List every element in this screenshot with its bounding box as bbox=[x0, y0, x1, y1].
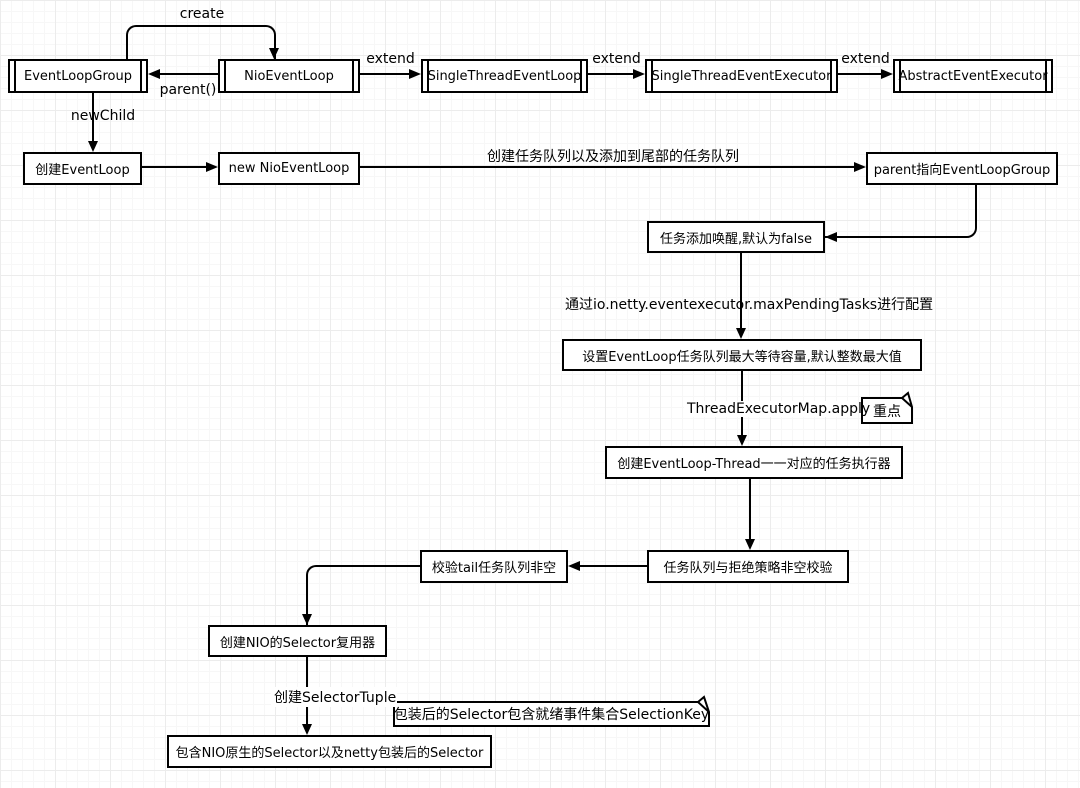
edge-label-selectortuple: 创建SelectorTuple bbox=[271, 687, 397, 707]
class-box-nioeventloop: NioEventLoop bbox=[218, 59, 360, 93]
edge-create-loop bbox=[126, 25, 276, 60]
arrowhead-check-to-tail bbox=[568, 561, 580, 571]
node-parent-points-group: parent指向EventLoopGroup bbox=[866, 152, 1058, 185]
edge-extend-2-line bbox=[588, 73, 633, 75]
edge-label-newchild: newChild bbox=[70, 108, 136, 124]
edge-label-extend-2: extend bbox=[592, 51, 641, 67]
arrowhead-wakeup-to-capacity bbox=[736, 328, 746, 339]
arrowhead-extend-2 bbox=[633, 69, 645, 79]
arrowhead-executor-to-check bbox=[745, 539, 755, 550]
note-key-point-label: 重点 bbox=[873, 403, 901, 420]
note-key-point: 重点 bbox=[861, 391, 913, 424]
arrowhead-extend-1 bbox=[409, 69, 421, 79]
edge-label-threadexecutormap: ThreadExecutorMap.apply bbox=[684, 401, 870, 417]
arrowhead-selector-to-result bbox=[302, 724, 312, 735]
arrowhead-capacity-to-executor bbox=[737, 435, 747, 446]
note-shape-icon bbox=[393, 695, 710, 727]
node-new-nioeventloop: new NioEventLoop bbox=[218, 152, 360, 185]
node-queue-reject-check: 任务队列与拒绝策略非空校验 bbox=[647, 550, 849, 583]
arrowhead-taskqueue bbox=[854, 162, 866, 172]
class-box-eventloopgroup: EventLoopGroup bbox=[8, 59, 148, 93]
edge-parent-line bbox=[158, 73, 218, 75]
edge-label-create: create bbox=[179, 6, 225, 22]
arrowhead-parent bbox=[148, 69, 160, 79]
edge-create-to-new-line bbox=[142, 166, 206, 168]
arrowhead-parent-to-wakeup bbox=[825, 232, 837, 242]
edge-parent-to-wakeup bbox=[825, 185, 977, 238]
arrowhead-create bbox=[269, 48, 279, 59]
edge-extend-3-line bbox=[838, 73, 881, 75]
arrowhead-extend-3 bbox=[881, 69, 893, 79]
note-wrapped-selector: 包装后的Selector包含就绪事件集合SelectionKey bbox=[393, 695, 710, 727]
edge-executor-to-check-line bbox=[749, 479, 751, 539]
class-box-singlethreadeventloop: SingleThreadEventLoop bbox=[421, 59, 588, 93]
edge-wakeup-to-capacity-line bbox=[740, 253, 742, 328]
node-task-add-wakeup: 任务添加唤醒,默认为false bbox=[647, 221, 825, 253]
edge-tail-to-selector bbox=[306, 565, 420, 625]
arrowhead-newchild bbox=[88, 141, 98, 152]
class-box-abstracteventexecutor: AbstractEventExecutor bbox=[893, 59, 1053, 93]
arrowhead-create-to-new bbox=[206, 162, 218, 172]
edge-label-create-task-queue: 创建任务队列以及添加到尾部的任务队列 bbox=[487, 149, 739, 165]
class-box-singlethreadeventexecutor: SingleThreadEventExecutor bbox=[645, 59, 838, 93]
note-wrapped-selector-label: 包装后的Selector包含就绪事件集合SelectionKey bbox=[393, 707, 710, 723]
node-create-task-executor: 创建EventLoop-Thread一一对应的任务执行器 bbox=[605, 446, 903, 479]
note-shape-icon bbox=[861, 391, 913, 424]
edge-taskqueue-line bbox=[360, 166, 854, 168]
arrowhead-tail-to-selector bbox=[302, 614, 312, 625]
edge-newchild-line bbox=[92, 93, 94, 141]
edge-label-parent: parent() bbox=[159, 82, 217, 98]
node-set-queue-capacity: 设置EventLoop任务队列最大等待容量,默认整数最大值 bbox=[562, 339, 922, 371]
node-tail-queue-check: 校验tail任务队列非空 bbox=[420, 550, 568, 583]
node-create-nio-selector: 创建NIO的Selector复用器 bbox=[208, 625, 387, 657]
edge-label-extend-3: extend bbox=[841, 51, 890, 67]
node-selector-wrap-result: 包含NIO原生的Selector以及netty包装后的Selector bbox=[167, 735, 492, 768]
edge-label-maxpending-config: 通过io.netty.eventexecutor.maxPendingTasks… bbox=[565, 297, 934, 313]
edge-check-to-tail-line bbox=[580, 565, 647, 567]
edge-label-extend-1: extend bbox=[366, 51, 415, 67]
node-create-eventloop: 创建EventLoop bbox=[23, 152, 142, 185]
edge-extend-1-line bbox=[360, 73, 409, 75]
